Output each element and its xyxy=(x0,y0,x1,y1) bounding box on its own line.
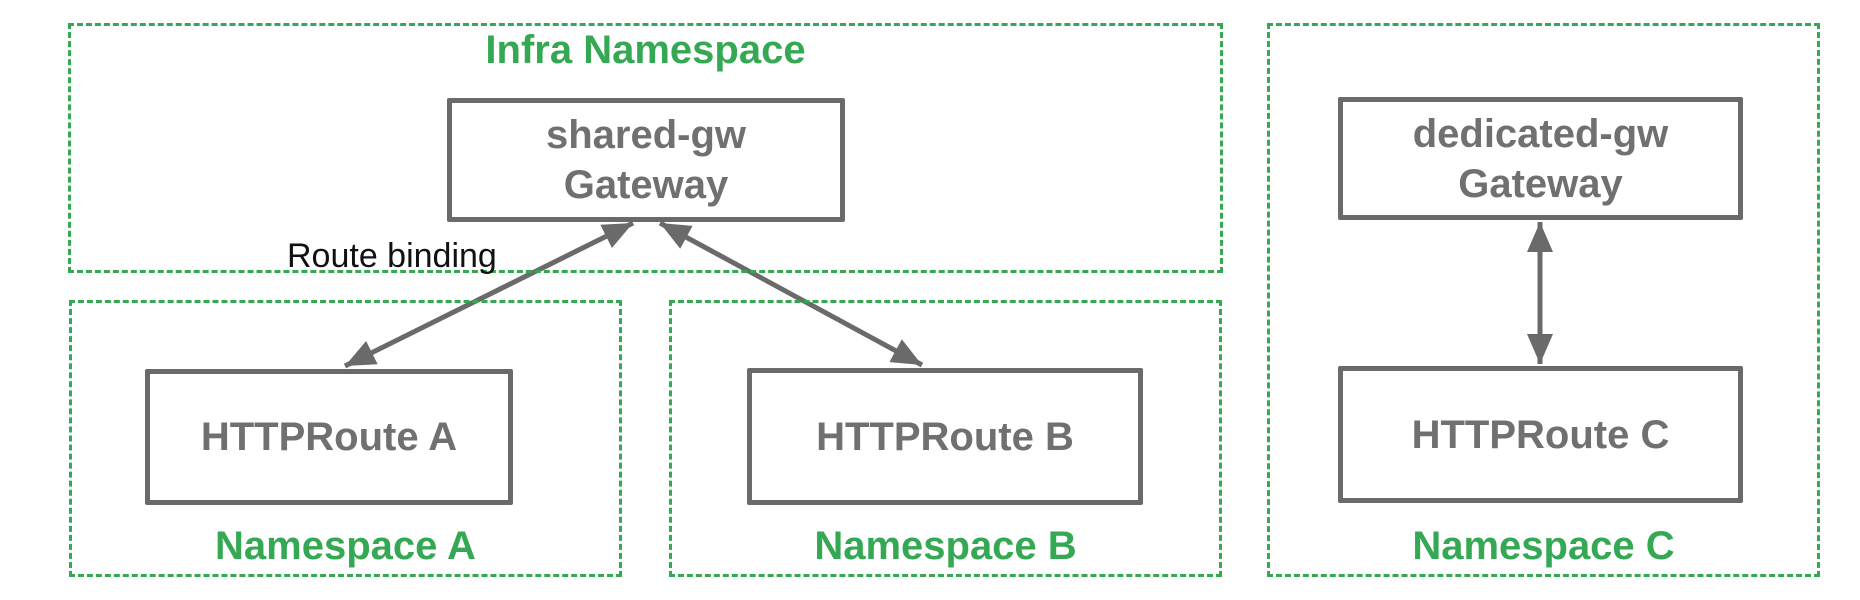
namespace-a-label: Namespace A xyxy=(215,524,476,568)
namespace-c-box: Namespace C xyxy=(1267,23,1820,577)
infra-namespace-label: Infra Namespace xyxy=(485,28,806,72)
httproute-c-label: HTTPRoute C xyxy=(1411,412,1670,457)
route-binding-annotation: Route binding xyxy=(287,237,497,275)
namespace-b-box: Namespace B xyxy=(669,300,1222,577)
namespace-a-box: Namespace A xyxy=(69,300,622,577)
shared-gateway-node: shared-gw Gateway xyxy=(447,98,845,222)
shared-gateway-name: shared-gw xyxy=(545,113,747,157)
httproute-a-label: HTTPRoute A xyxy=(200,415,458,459)
httproute-b-node: HTTPRoute B xyxy=(747,368,1143,505)
dedicated-gateway-kind: Gateway xyxy=(1458,161,1623,206)
namespace-b-label: Namespace B xyxy=(814,524,1077,568)
httproute-b-label: HTTPRoute B xyxy=(816,414,1074,459)
namespace-c-label: Namespace C xyxy=(1412,524,1675,568)
httproute-c-node: HTTPRoute C xyxy=(1338,366,1743,503)
infra-namespace-box: Infra Namespace xyxy=(68,23,1223,273)
shared-gateway-kind: Gateway xyxy=(563,163,729,207)
dedicated-gateway-node: dedicated-gw Gateway xyxy=(1338,97,1743,220)
httproute-a-node: HTTPRoute A xyxy=(145,369,513,505)
dedicated-gateway-name: dedicated-gw xyxy=(1412,111,1669,156)
